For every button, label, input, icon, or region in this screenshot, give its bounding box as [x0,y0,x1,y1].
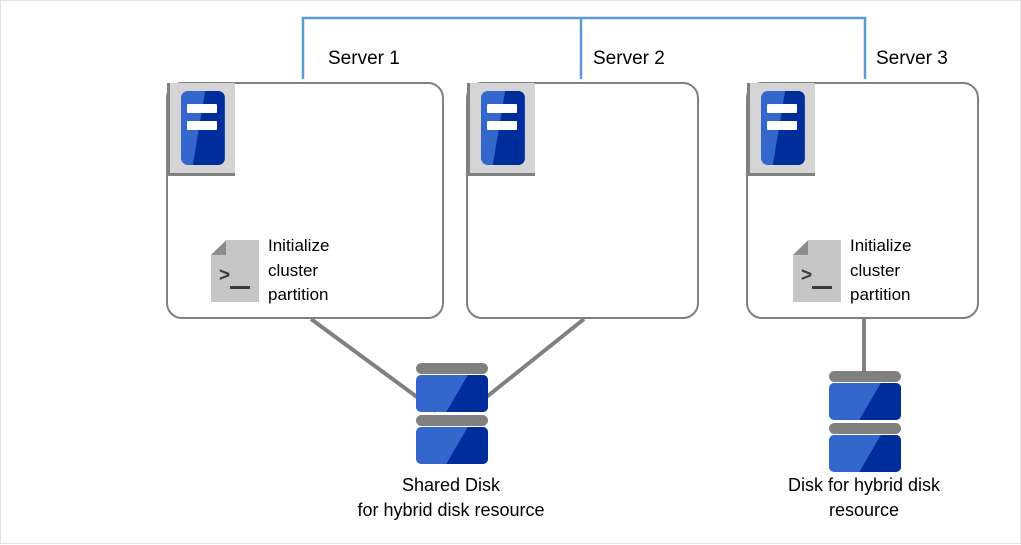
disk-platter [416,375,488,412]
server-icon [747,83,815,176]
disk-platter [829,383,901,420]
action-line-1: Initialize [850,236,912,255]
caption-line-2: for hybrid disk resource [357,500,545,521]
caption-line-1: Shared Disk [401,475,501,495]
terminal-document-icon: > [211,239,259,302]
disk-platter-bar [829,371,901,382]
server-1-box[interactable]: > Initialize cluster partition [166,82,444,319]
shared-disk-caption: Shared Disk for hybrid disk resource [281,473,621,523]
disk-platter [416,427,488,464]
server-3-box[interactable]: > Initialize cluster partition [746,82,979,319]
action-line-3: partition [850,285,911,305]
disk-platter-bar [416,363,488,374]
action-line-1: Initialize [268,236,330,255]
server3-disk-caption: Disk for hybrid disk resource [714,473,1014,523]
server3-disk-icon[interactable] [829,371,901,472]
server-2-box[interactable] [466,82,699,319]
action-line-2: cluster [850,260,901,280]
server-3-action: > Initialize cluster partition [793,234,911,308]
shared-disk-icon[interactable] [416,363,488,464]
server-3-group-label: Server 3 [876,48,948,69]
caption-line-2: resource [828,500,900,521]
disk-platter-bar [416,415,488,426]
caption-line-1: Disk for hybrid disk [787,475,941,495]
server-1-group-label: Server 1 [328,48,400,69]
action-line-2: cluster [268,260,319,280]
server-icon [467,83,535,176]
server-1-action: > Initialize cluster partition [211,234,329,308]
disk-platter [829,435,901,472]
server-2-group-label: Server 2 [593,48,665,69]
disk-platter-bar [829,423,901,434]
server-1-action-text: Initialize cluster partition [268,234,329,308]
terminal-document-icon: > [793,239,841,302]
server-3-action-text: Initialize cluster partition [850,234,911,308]
server-icon [167,83,235,176]
action-line-3: partition [268,285,329,305]
